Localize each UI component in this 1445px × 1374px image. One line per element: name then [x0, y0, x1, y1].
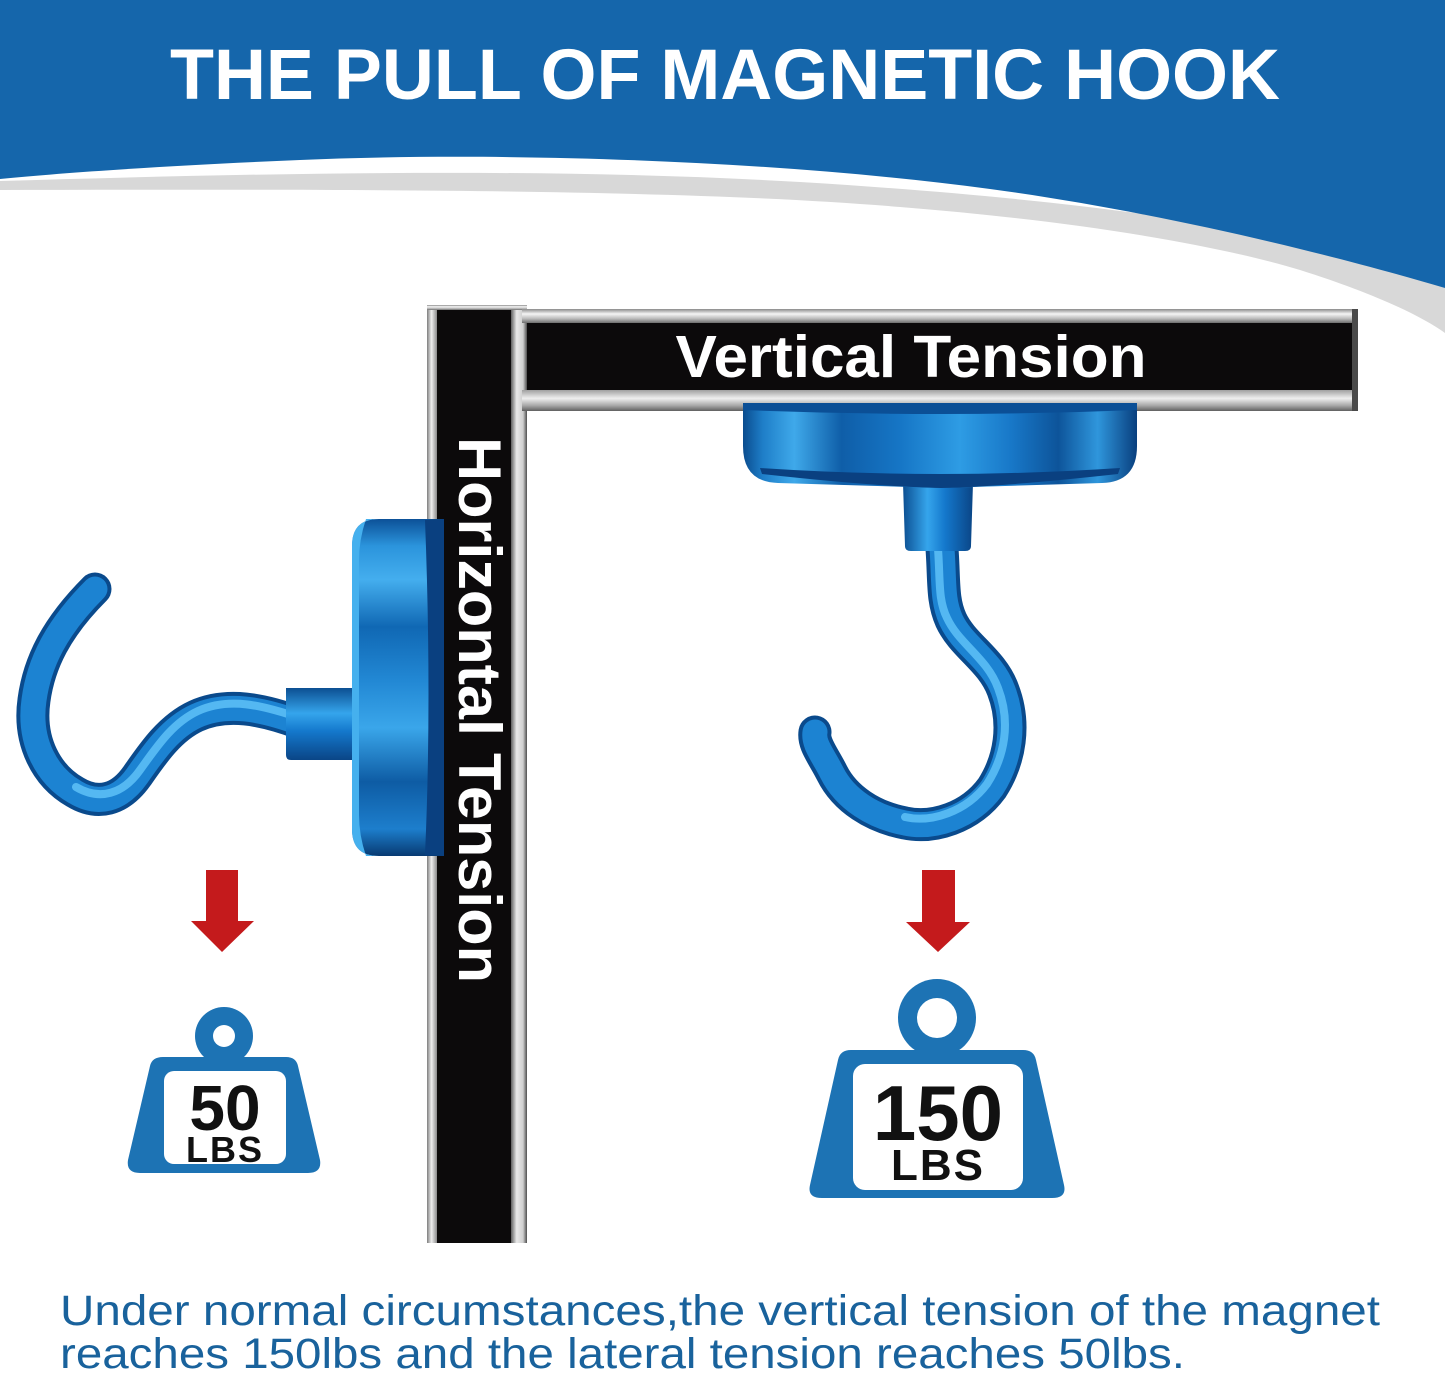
svg-text:Under normal circumstances,the: Under normal circumstances,the vertical …	[60, 1287, 1380, 1335]
svg-text:50: 50	[189, 1072, 260, 1144]
svg-text:Vertical Tension: Vertical Tension	[676, 324, 1147, 390]
svg-text:reaches 150lbs and the lateral: reaches 150lbs and the lateral tension r…	[60, 1330, 1185, 1374]
svg-text:THE PULL OF MAGNETIC HOOK: THE PULL OF MAGNETIC HOOK	[170, 36, 1280, 115]
svg-text:LBS: LBS	[891, 1141, 985, 1190]
svg-text:LBS: LBS	[186, 1129, 264, 1170]
svg-text:150: 150	[873, 1069, 1003, 1157]
svg-text:Horizontal Tension: Horizontal Tension	[446, 437, 513, 983]
